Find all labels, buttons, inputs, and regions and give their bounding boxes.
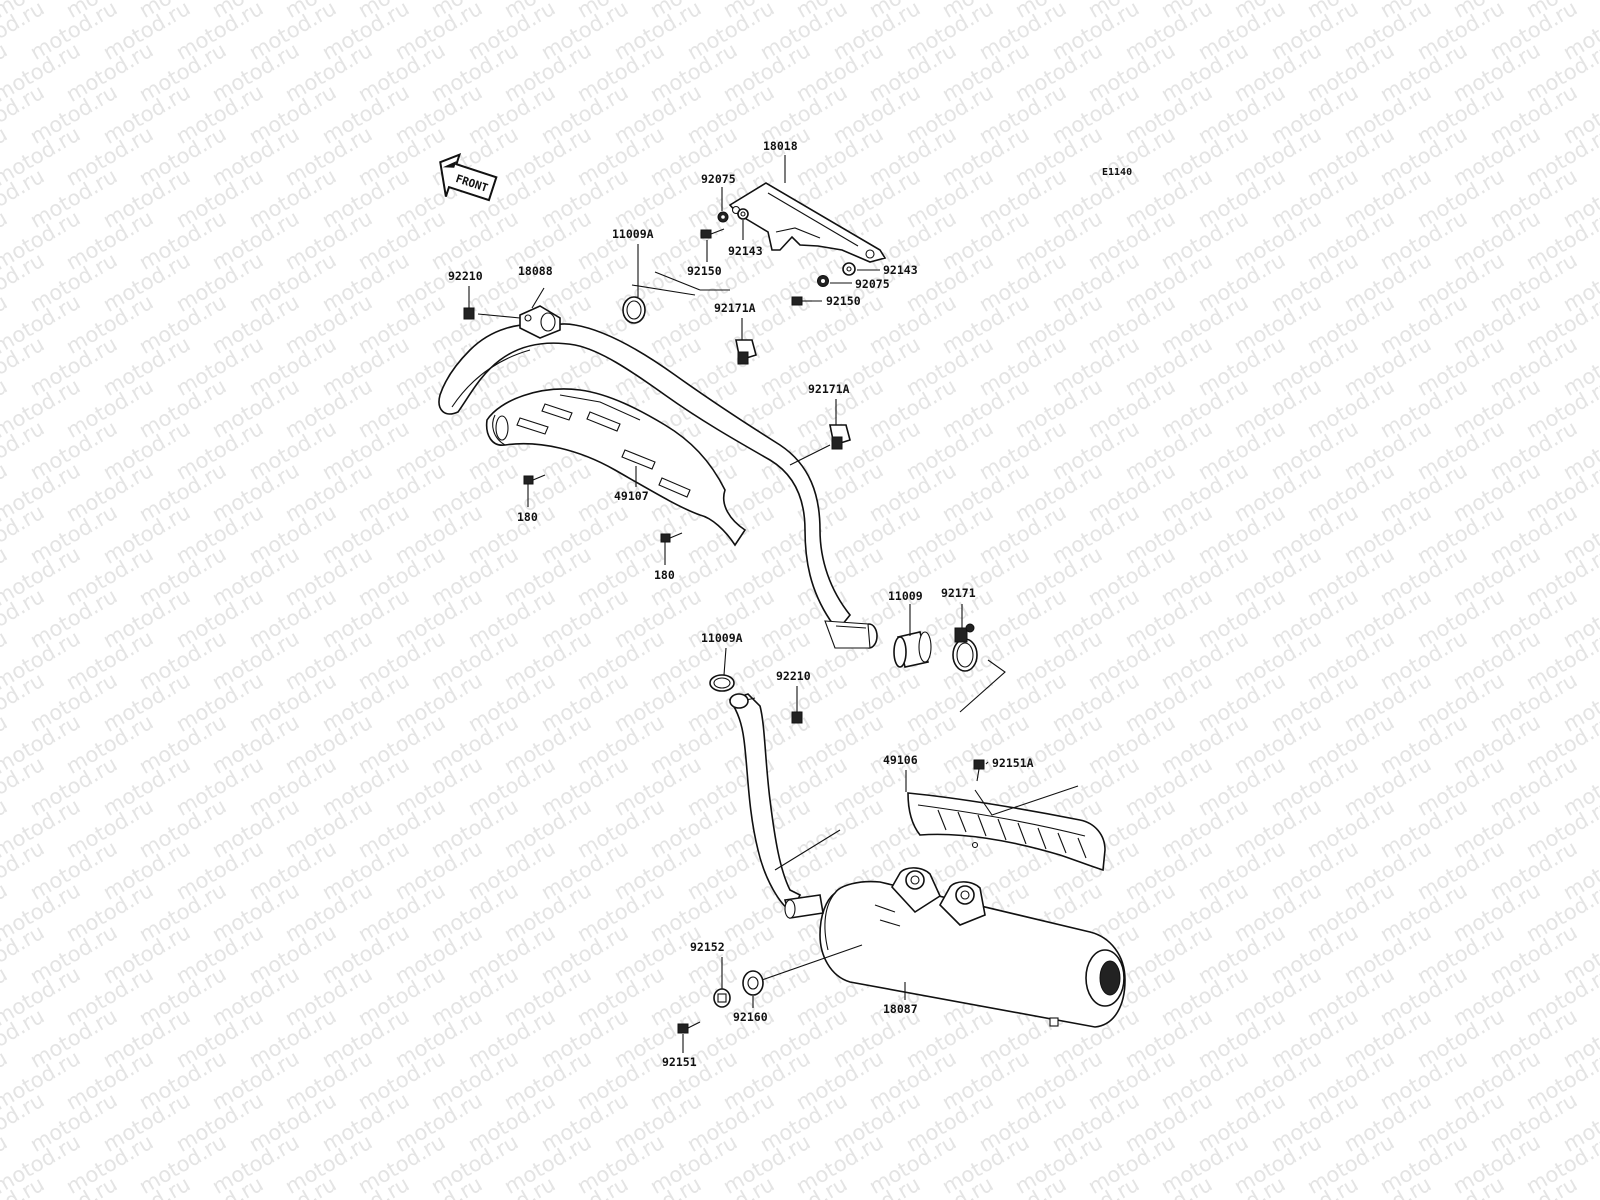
callout-11009[interactable]: 11009 — [888, 589, 923, 603]
nut-92075-b[interactable] — [817, 275, 829, 287]
heat-guard-49107[interactable] — [485, 388, 747, 547]
heat-guard-49106[interactable] — [907, 792, 1106, 872]
callout-49107[interactable]: 49107 — [614, 489, 649, 503]
grommet-92160[interactable] — [742, 970, 764, 996]
callout-92075-b[interactable]: 92075 — [855, 277, 890, 291]
washer-92143-b[interactable] — [842, 262, 856, 276]
callout-92143-a[interactable]: 92143 — [728, 244, 763, 258]
callout-180-a[interactable]: 180 — [517, 510, 538, 524]
callout-labels: 18018 92075 92143 92150 92143 92075 9215… — [448, 139, 1034, 1069]
bolt-92151a[interactable] — [973, 759, 985, 782]
grommet-leader — [761, 944, 863, 981]
guard-leader — [974, 785, 1079, 816]
bolt-92151[interactable] — [677, 1021, 701, 1034]
nut-92075-a[interactable] — [717, 211, 729, 223]
collar-92152[interactable] — [713, 988, 731, 1008]
clamp-92171[interactable] — [952, 623, 978, 672]
callout-11009a-b[interactable]: 11009A — [701, 631, 743, 645]
bolt-92150-a[interactable] — [700, 228, 725, 239]
callout-49106[interactable]: 49106 — [883, 753, 918, 767]
callout-92152[interactable]: 92152 — [690, 940, 725, 954]
nut-92210-b[interactable] — [791, 711, 803, 724]
callout-92210-b[interactable]: 92210 — [776, 669, 811, 683]
screw-180-b[interactable] — [660, 532, 683, 543]
callout-92150-b[interactable]: 92150 — [826, 294, 861, 308]
gasket-11009a-b[interactable] — [709, 674, 735, 692]
callout-92075-a[interactable]: 92075 — [701, 172, 736, 186]
callout-92171[interactable]: 92171 — [941, 586, 976, 600]
callout-92150-a[interactable]: 92150 — [687, 264, 722, 278]
washer-92143-a[interactable] — [737, 208, 749, 220]
tail-pipe[interactable] — [728, 693, 841, 914]
flange-18088[interactable] — [519, 305, 561, 339]
callout-92151a[interactable]: 92151A — [992, 756, 1034, 770]
header-pipe[interactable] — [438, 271, 878, 649]
callout-92171a-b[interactable]: 92171A — [808, 382, 850, 396]
callout-18018[interactable]: 18018 — [763, 139, 798, 153]
front-arrow-icon: FRONT — [439, 153, 498, 202]
diagram-code: E1140 — [1102, 167, 1132, 178]
callout-92210-a[interactable]: 92210 — [448, 269, 483, 283]
clamp-92171a-b[interactable] — [829, 424, 851, 450]
clamp-92171a-a[interactable] — [735, 339, 757, 365]
callout-92143-b[interactable]: 92143 — [883, 263, 918, 277]
callout-18087[interactable]: 18087 — [883, 1002, 918, 1016]
callout-92151[interactable]: 92151 — [662, 1055, 697, 1069]
gasket-11009a-a[interactable] — [622, 296, 646, 324]
callout-11009a-a[interactable]: 11009A — [612, 227, 654, 241]
callout-92160[interactable]: 92160 — [733, 1010, 768, 1024]
gasket-11009[interactable] — [893, 631, 932, 668]
callout-92171a-a[interactable]: 92171A — [714, 301, 756, 315]
callout-18088[interactable]: 18088 — [518, 264, 553, 278]
callout-180-b[interactable]: 180 — [654, 568, 675, 582]
callout-leaders — [468, 155, 989, 1053]
screw-180-a[interactable] — [523, 474, 546, 485]
muffler-18087[interactable] — [783, 867, 1126, 1028]
nut-92210-a[interactable] — [463, 307, 475, 320]
joint-leader — [959, 659, 1006, 713]
